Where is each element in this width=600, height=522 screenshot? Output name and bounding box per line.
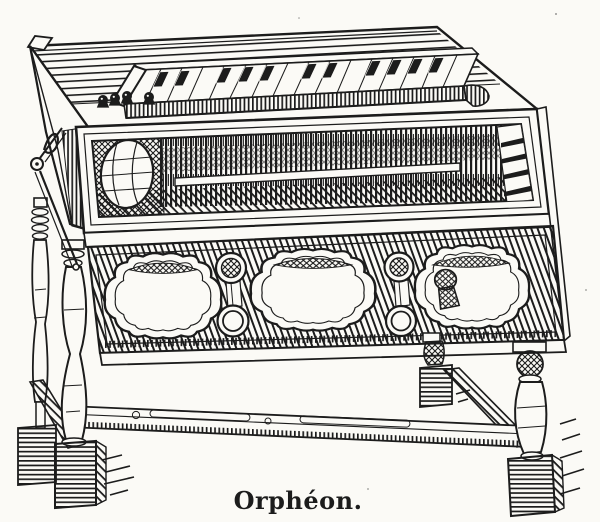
cartouche-cutout-left xyxy=(103,252,223,340)
stop-knob xyxy=(108,92,122,106)
figure-caption: Orphéon. xyxy=(234,486,363,515)
ground-shadows xyxy=(101,389,585,496)
circle-cutouts-left xyxy=(214,251,250,338)
barrel-cylinder xyxy=(99,138,155,210)
stop-knob xyxy=(120,90,134,104)
reed-compartment xyxy=(74,107,551,235)
stop-knob xyxy=(96,94,110,108)
back-right-foot xyxy=(419,364,453,408)
stop-knob xyxy=(142,91,156,105)
back-right-leg xyxy=(419,332,453,408)
fretwork-panel xyxy=(86,224,566,355)
cartouche-cutout-middle xyxy=(249,247,377,332)
front-left-foot xyxy=(54,439,97,510)
black-keys xyxy=(152,57,445,88)
back-left-leg xyxy=(17,197,57,486)
scan-specks xyxy=(298,13,587,490)
action-bar xyxy=(174,162,461,187)
front-right-foot xyxy=(506,453,557,518)
stop-knobs xyxy=(96,90,156,108)
front-left-leg xyxy=(54,239,107,510)
lid-corner-molding xyxy=(26,35,54,51)
circle-cutouts-right xyxy=(383,251,418,338)
cartouche-cutout-right xyxy=(413,243,531,330)
back-left-foot xyxy=(17,424,57,486)
front-stretcher xyxy=(67,405,529,448)
keyboard-right-cheek xyxy=(463,84,490,107)
front-right-leg xyxy=(506,341,565,518)
keyboard xyxy=(110,47,490,119)
crank-handle xyxy=(30,127,80,271)
case-bottom-molding xyxy=(98,339,568,366)
